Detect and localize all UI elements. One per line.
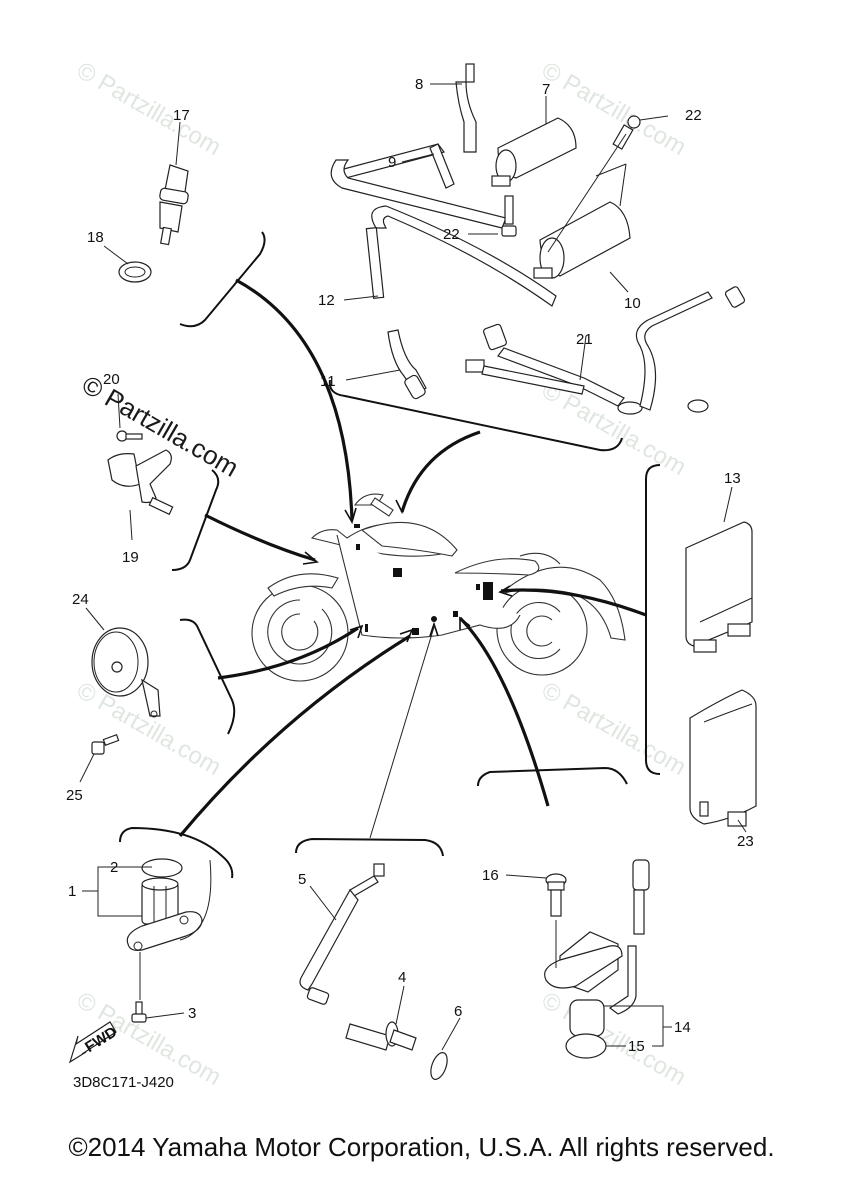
motorcycle-outline (251, 493, 626, 682)
fwd-arrow-icon: FWD (68, 1021, 120, 1064)
ref-label-16: 16 (482, 867, 499, 884)
part-8-plug-cap (455, 63, 477, 153)
part-4-pressure-switch (345, 1021, 417, 1051)
watermark: © Partzilla.com (537, 677, 691, 781)
ref-label-17: 17 (173, 107, 190, 124)
part-22-screw-2 (612, 115, 641, 150)
part-5-cable (299, 863, 385, 1005)
ref-label-18: 18 (87, 229, 104, 246)
reference-labels: 1 2 3 4 5 6 7 8 9 10 11 12 13 14 15 16 1… (66, 76, 754, 1055)
ref-label-15: 15 (628, 1038, 645, 1055)
ref-label-23: 23 (737, 833, 754, 850)
ref-label-11: 11 (320, 373, 336, 390)
part-25-bolt (91, 734, 120, 755)
watermark: © Partzilla.com (537, 987, 691, 1091)
ref-label-19: 19 (122, 549, 139, 566)
ref-label-8: 8 (415, 76, 423, 93)
ref-label-24: 24 (72, 591, 89, 608)
part-9-plug-lead (330, 143, 507, 229)
ref-label-13: 13 (724, 470, 741, 487)
ref-label-22: 22 (685, 107, 702, 124)
ref-label-1: 1 (68, 883, 76, 900)
part-24-horn (91, 627, 161, 718)
ref-label-5: 5 (298, 871, 306, 888)
part-1-sensor (126, 859, 212, 951)
ref-label-2: 2 (110, 859, 118, 876)
part-18-washer (118, 261, 152, 283)
part-16-bolt (545, 873, 567, 917)
watermark: © Partzilla.com (72, 57, 226, 161)
part-7-ignition-coil (491, 117, 577, 187)
drawing-code: 3D8C171-J420 (73, 1074, 174, 1091)
part-20-screw (116, 430, 143, 442)
leaders-br (505, 874, 672, 1047)
part-23-relay (689, 689, 757, 827)
part-10-ignition-coil (533, 201, 631, 279)
ref-label-25: 25 (66, 787, 83, 804)
part-3-bolt (131, 1001, 147, 1023)
ref-label-10: 10 (624, 295, 641, 312)
part-12-plug-lead (365, 205, 557, 307)
part-6-washer (430, 1052, 448, 1080)
ref-label-12: 12 (318, 292, 335, 309)
copyright-notice: ©2014 Yamaha Motor Corporation, U.S.A. A… (68, 1132, 775, 1162)
leaders-bl (82, 866, 185, 1019)
ref-label-21: 21 (576, 331, 593, 348)
group-connectors (119, 231, 661, 879)
ref-label-6: 6 (454, 1003, 462, 1020)
part-13-ecu (685, 521, 753, 653)
part-22-screw (501, 195, 517, 237)
ref-label-20: 20 (103, 371, 120, 388)
part-15-o-ring (565, 1033, 607, 1059)
leaders-top (343, 83, 669, 381)
ref-label-4: 4 (398, 969, 406, 986)
part-14-sensor (544, 859, 650, 1037)
part-17-thermo-sensor (159, 164, 189, 246)
ref-label-22b: 22 (443, 226, 460, 243)
ref-label-7: 7 (542, 81, 550, 98)
part-11-plug-cap (387, 329, 427, 400)
ref-label-3: 3 (188, 1005, 196, 1022)
part-19-sensor (107, 449, 174, 516)
part-21-wire-harness (465, 286, 746, 415)
part-2-o-ring (141, 858, 183, 878)
ref-label-14: 14 (674, 1019, 691, 1036)
ref-label-9: 9 (388, 154, 396, 171)
